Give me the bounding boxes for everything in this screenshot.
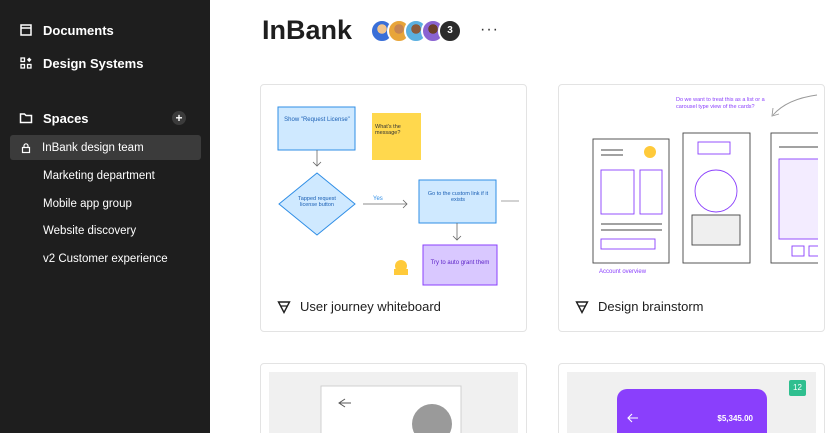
space-item-label: Mobile app group: [43, 197, 132, 210]
card-user-journey-whiteboard[interactable]: Show "Request License" What's the messag…: [260, 84, 527, 332]
space-item-marketing-department[interactable]: Marketing department: [10, 163, 201, 188]
spaces-label: Spaces: [43, 110, 89, 126]
card-preview: $5,345.00 12: [567, 372, 816, 433]
card-design-brainstorm[interactable]: Do we want to treat this as a list or a …: [558, 84, 825, 332]
folder-icon: [19, 113, 33, 124]
avatar-group[interactable]: 3: [370, 19, 462, 45]
nav-design-systems[interactable]: Design Systems: [18, 55, 143, 71]
mobile-wireframe: [320, 385, 462, 433]
wireframe-caption: Account overview: [599, 269, 647, 275]
flow-request-label: Show "Request License": [284, 117, 350, 123]
space-item-v2-customer-experience[interactable]: v2 Customer experience: [10, 246, 201, 271]
more-options-button[interactable]: ···: [480, 21, 499, 38]
whiteboard-icon: [575, 300, 589, 314]
card-bottom-left[interactable]: [260, 363, 527, 433]
card-title: Design brainstorm: [598, 299, 704, 314]
flow-tapped-label: Tapped request license button: [298, 196, 336, 208]
balance-card: $5,345.00: [617, 389, 767, 433]
card-preview: Do we want to treat this as a list or a …: [567, 93, 824, 288]
brainstorm-note: Do we want to treat this as a list or a …: [676, 97, 765, 110]
space-item-label: Website discovery: [43, 224, 137, 237]
space-item-label: InBank design team: [42, 141, 144, 154]
card-preview: [269, 372, 518, 433]
design-systems-icon: [20, 57, 32, 69]
nav-design-systems-label: Design Systems: [43, 55, 144, 71]
comment-badge[interactable]: 12: [789, 380, 806, 396]
balance-amount: $5,345.00: [717, 414, 753, 423]
back-arrow-icon: [627, 413, 638, 423]
nav-documents-label: Documents: [43, 22, 114, 38]
card-footer: Design brainstorm: [575, 299, 704, 314]
spaces-header: Spaces +: [18, 110, 198, 126]
card-footer: User journey whiteboard: [277, 299, 441, 314]
card-title: User journey whiteboard: [300, 299, 441, 314]
flow-goto-label: Go to the custom link if it exists: [427, 191, 489, 203]
lock-icon: [21, 142, 31, 153]
space-item-label: v2 Customer experience: [43, 252, 168, 265]
card-bottom-right[interactable]: $5,345.00 12: [558, 363, 825, 433]
flow-diagram: [277, 106, 519, 286]
sidebar: Documents Design Systems Spaces + InBank…: [0, 0, 210, 433]
nav-documents[interactable]: Documents: [18, 22, 114, 38]
whiteboard-icon: [277, 300, 291, 314]
back-arrow-icon: [338, 398, 351, 408]
space-item-label: Marketing department: [43, 169, 155, 182]
page-title: InBank: [262, 15, 353, 45]
space-item-website-discovery[interactable]: Website discovery: [10, 218, 201, 243]
wireframe-sketch: [592, 94, 824, 264]
flow-grant-label: Try to auto grant them: [430, 260, 490, 266]
flow-yes-label: Yes: [373, 196, 383, 202]
sticky-note-text: What's the message?: [375, 124, 401, 136]
add-space-button[interactable]: +: [172, 111, 186, 125]
card-preview: Show "Request License" What's the messag…: [269, 93, 519, 288]
documents-icon: [20, 24, 32, 36]
avatar-extra-count: 3: [438, 19, 462, 43]
space-item-inbank-design-team[interactable]: InBank design team: [10, 135, 201, 160]
space-item-mobile-app-group[interactable]: Mobile app group: [10, 191, 201, 216]
